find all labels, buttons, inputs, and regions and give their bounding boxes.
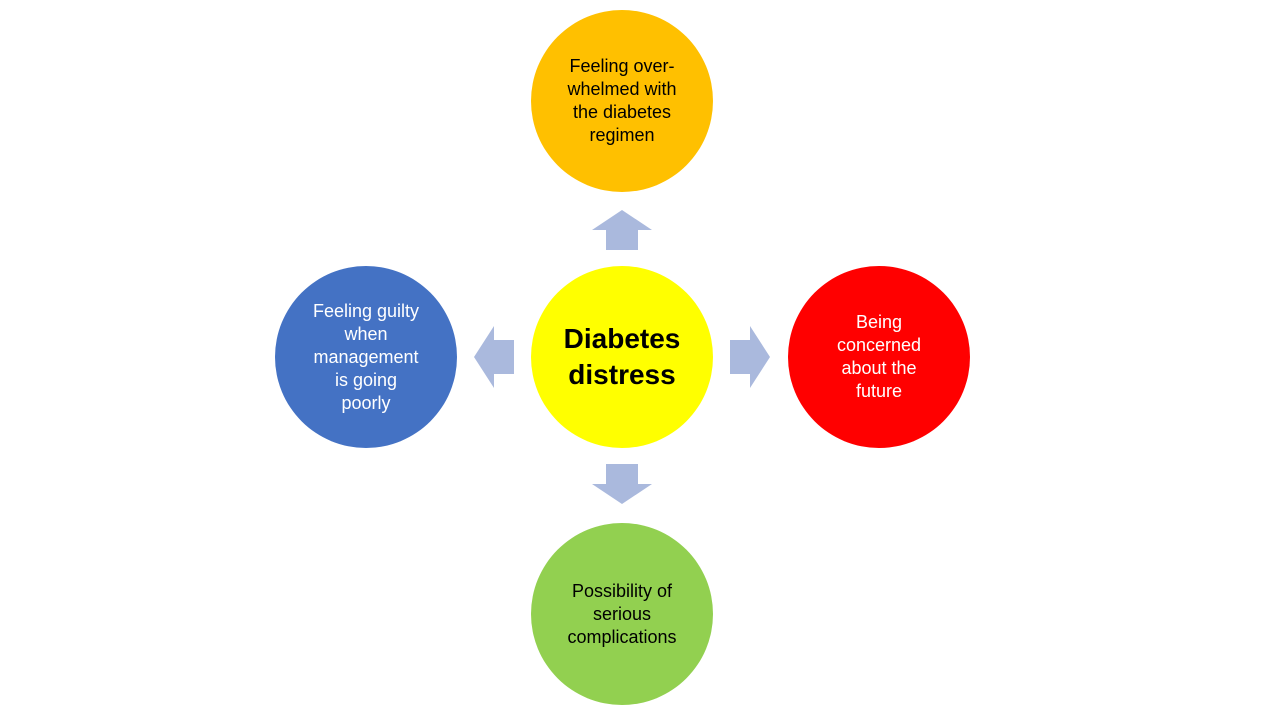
node-feeling-guilty: Feeling guilty when management is going … (275, 266, 457, 448)
node-overwhelmed: Feeling over- whelmed with the diabetes … (531, 10, 713, 192)
arrow-left-icon (474, 326, 514, 388)
arrow-right-icon (730, 326, 770, 388)
node-concerned-future-label: Being concerned about the future (836, 312, 922, 401)
node-concerned-future: Being concerned about the future (788, 266, 970, 448)
arrow-up-icon (592, 210, 652, 250)
node-complications-label: Possibility of serious complications (567, 580, 677, 647)
node-diabetes-distress: Diabetes distress (531, 266, 713, 448)
node-overwhelmed-label: Feeling over- whelmed with the diabetes … (567, 56, 677, 145)
node-complications: Possibility of serious complications (531, 523, 713, 705)
node-feeling-guilty-label: Feeling guilty when management is going … (312, 300, 420, 413)
arrow-down-icon (592, 464, 652, 504)
node-diabetes-distress-label: Diabetes distress (563, 323, 681, 390)
